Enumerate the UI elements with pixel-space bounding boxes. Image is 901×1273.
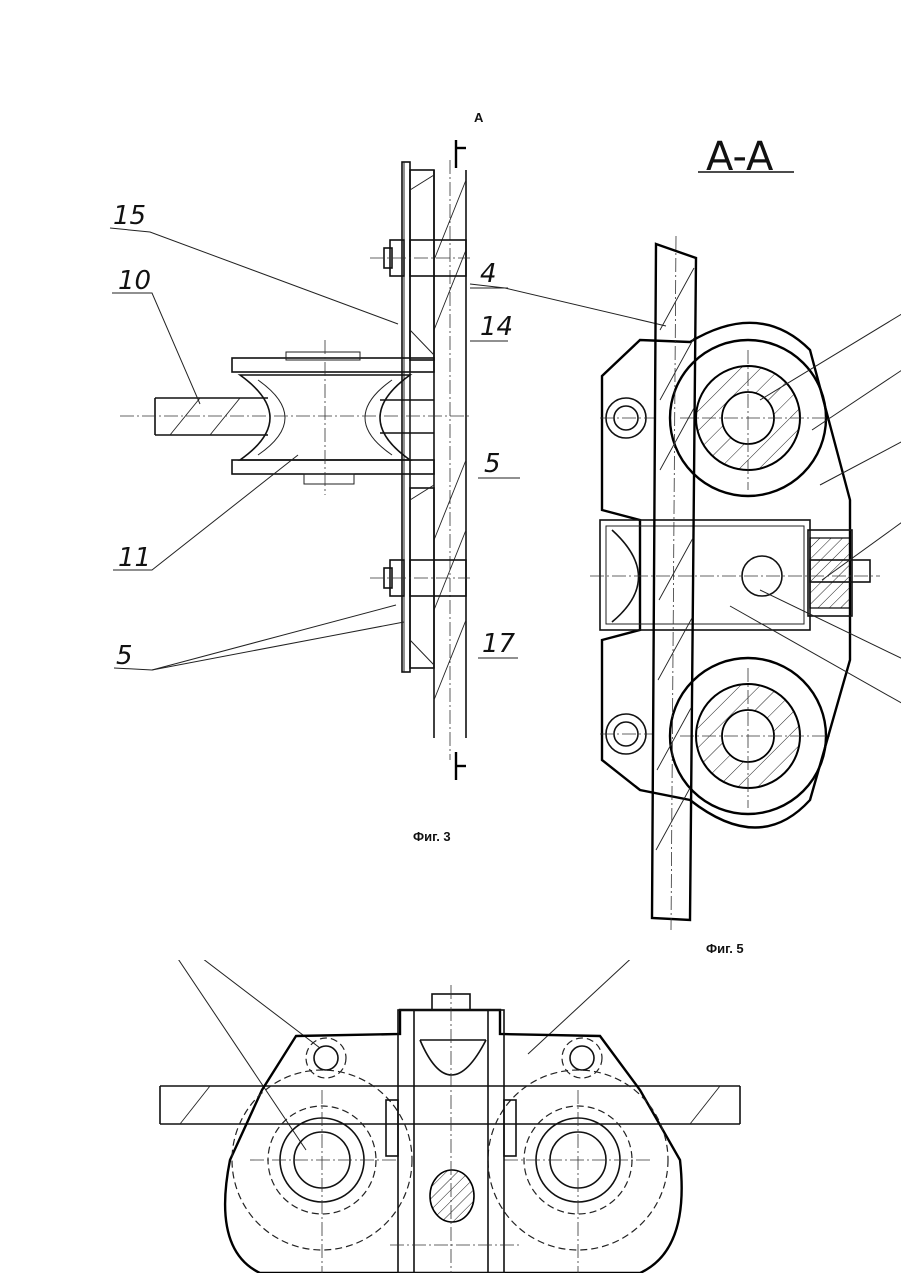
lower-wheel bbox=[670, 658, 830, 814]
bolt-lower-left bbox=[600, 714, 654, 754]
roller-11 bbox=[120, 340, 470, 495]
lower-bolt bbox=[370, 560, 470, 596]
rail-4 bbox=[434, 160, 466, 760]
callout-11: 11 bbox=[118, 543, 151, 573]
shaft-10 bbox=[155, 398, 434, 435]
callout-17: 17 bbox=[482, 629, 516, 659]
callout-15: 15 bbox=[113, 201, 146, 231]
bottom-figure: 16 bbox=[112, 891, 740, 1273]
caption-fig-3: Фиг. 3 bbox=[413, 829, 451, 844]
callout-5-right: 5 bbox=[484, 449, 501, 479]
callout-16: 16 bbox=[116, 891, 149, 921]
bolt-top-right bbox=[562, 1038, 602, 1078]
callout-5-left: 5 bbox=[116, 641, 133, 671]
left-wheel bbox=[232, 1070, 412, 1273]
section-mark-a: A bbox=[474, 110, 484, 125]
callout-4: 4 bbox=[480, 259, 497, 289]
horizontal-rail bbox=[160, 1086, 740, 1124]
bottom-body-outline bbox=[225, 1010, 682, 1273]
upper-bolt bbox=[370, 240, 470, 276]
section-title-a-a: A-A bbox=[706, 134, 774, 180]
bolt-top-left bbox=[306, 1038, 346, 1078]
callout-14: 14 bbox=[480, 312, 513, 342]
bolt-upper-left bbox=[600, 398, 654, 438]
caption-fig-5: Фиг. 5 bbox=[706, 941, 744, 956]
figure-3: A bbox=[110, 110, 666, 844]
fig3-leaders bbox=[110, 228, 666, 670]
callout-10: 10 bbox=[118, 266, 151, 296]
figure-5: A-A bbox=[590, 134, 901, 956]
center-roller-housing bbox=[590, 520, 880, 630]
